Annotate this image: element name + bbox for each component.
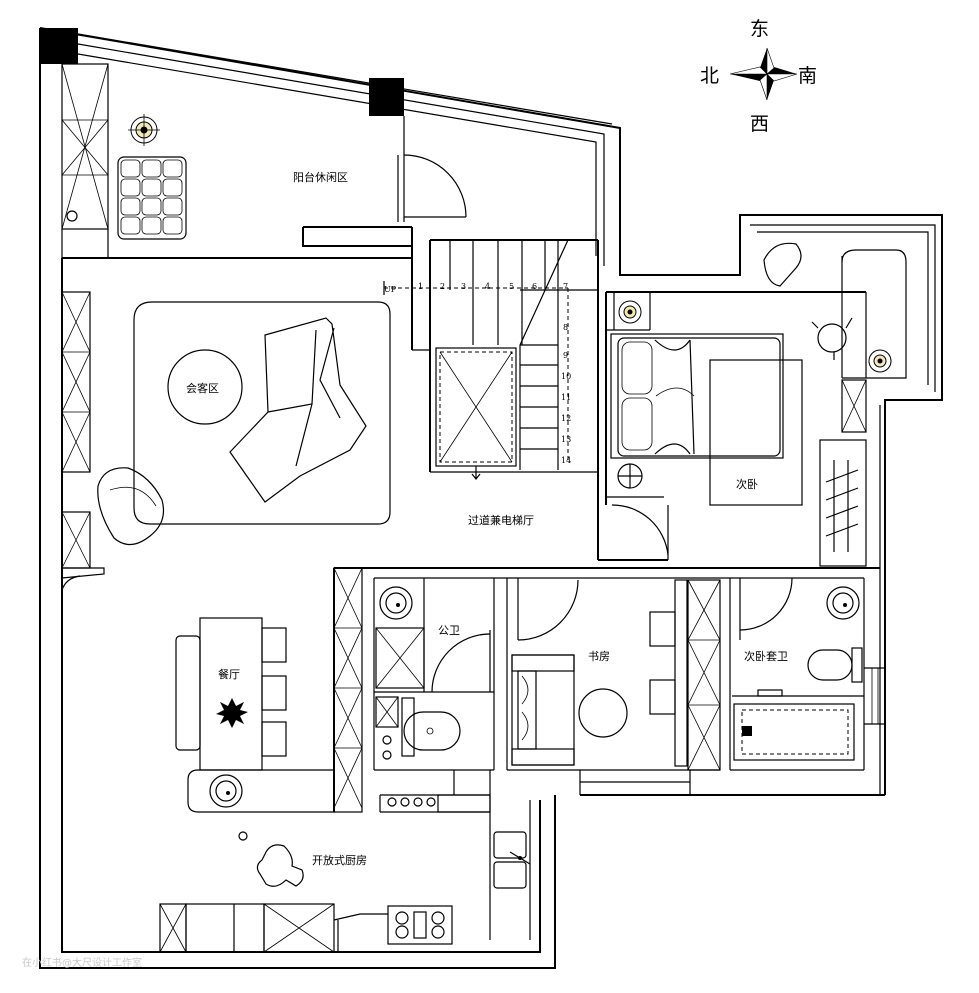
stair-step-number: 14 (561, 456, 571, 465)
compass-west: 西 (750, 113, 769, 135)
compass-south: 南 (798, 65, 817, 87)
plant-icon (128, 114, 160, 146)
room-label-dining: 餐厅 (218, 667, 240, 681)
stair-step-number: 3 (461, 282, 466, 291)
stair-step-number: 1 (418, 282, 423, 291)
stair-step-number: 4 (485, 282, 490, 291)
socket-icon (617, 463, 643, 489)
plant-icon (216, 698, 248, 728)
stair-step-number: 11 (561, 393, 571, 402)
stair-step-number: 8 (563, 323, 568, 332)
armchair (97, 467, 165, 546)
sofa (229, 317, 367, 503)
dining-area (175, 617, 287, 771)
ceiling-light-icon (868, 349, 892, 373)
outer-walls (39, 27, 943, 969)
structural-column (369, 78, 404, 116)
watermark: 在小红书@大尺设计工作室 (22, 956, 142, 969)
coffee-table (167, 349, 243, 425)
stair-step-number: 6 (532, 282, 537, 291)
living-rug (133, 301, 391, 525)
compass-rose (729, 47, 798, 101)
stair-step-number: 12 (561, 414, 571, 423)
room-label-living: 会客区 (186, 381, 219, 395)
kitchen-area (159, 769, 531, 953)
compass-north: 北 (700, 65, 719, 87)
living-area (61, 291, 391, 591)
room-label-study: 书房 (588, 650, 610, 663)
stair-core (383, 239, 599, 560)
room-label-bedroom2-bath: 次卧套卫 (744, 649, 788, 663)
stair-step-number: 10 (561, 372, 571, 381)
stair-step-number: 7 (563, 282, 568, 291)
stair-step-number: 13 (561, 435, 571, 444)
room-label-hall: 过道兼电梯厅 (468, 513, 534, 527)
stair-step-number: 9 (563, 351, 568, 360)
compass-east: 东 (750, 18, 769, 40)
balcony-area (61, 63, 467, 350)
bedroom2-area (598, 242, 907, 567)
balcony-sofa (117, 156, 187, 240)
room-label-bedroom2: 次卧 (736, 477, 758, 491)
stair-step-number: 2 (440, 282, 445, 291)
stair-step-number: 5 (509, 282, 514, 291)
stair-up-label: UP (384, 285, 397, 294)
room-label-kitchen: 开放式厨房 (312, 853, 367, 867)
public-bath (374, 578, 494, 760)
bedroom2-bath (732, 577, 885, 761)
dog-figure (256, 844, 304, 887)
room-label-public-bath: 公卫 (438, 624, 460, 637)
middle-band-walls (333, 567, 885, 813)
ceiling-light-icon (618, 300, 642, 324)
structural-column (40, 28, 78, 64)
study-room (511, 578, 721, 771)
room-label-balcony: 阳台休闲区 (293, 170, 348, 184)
